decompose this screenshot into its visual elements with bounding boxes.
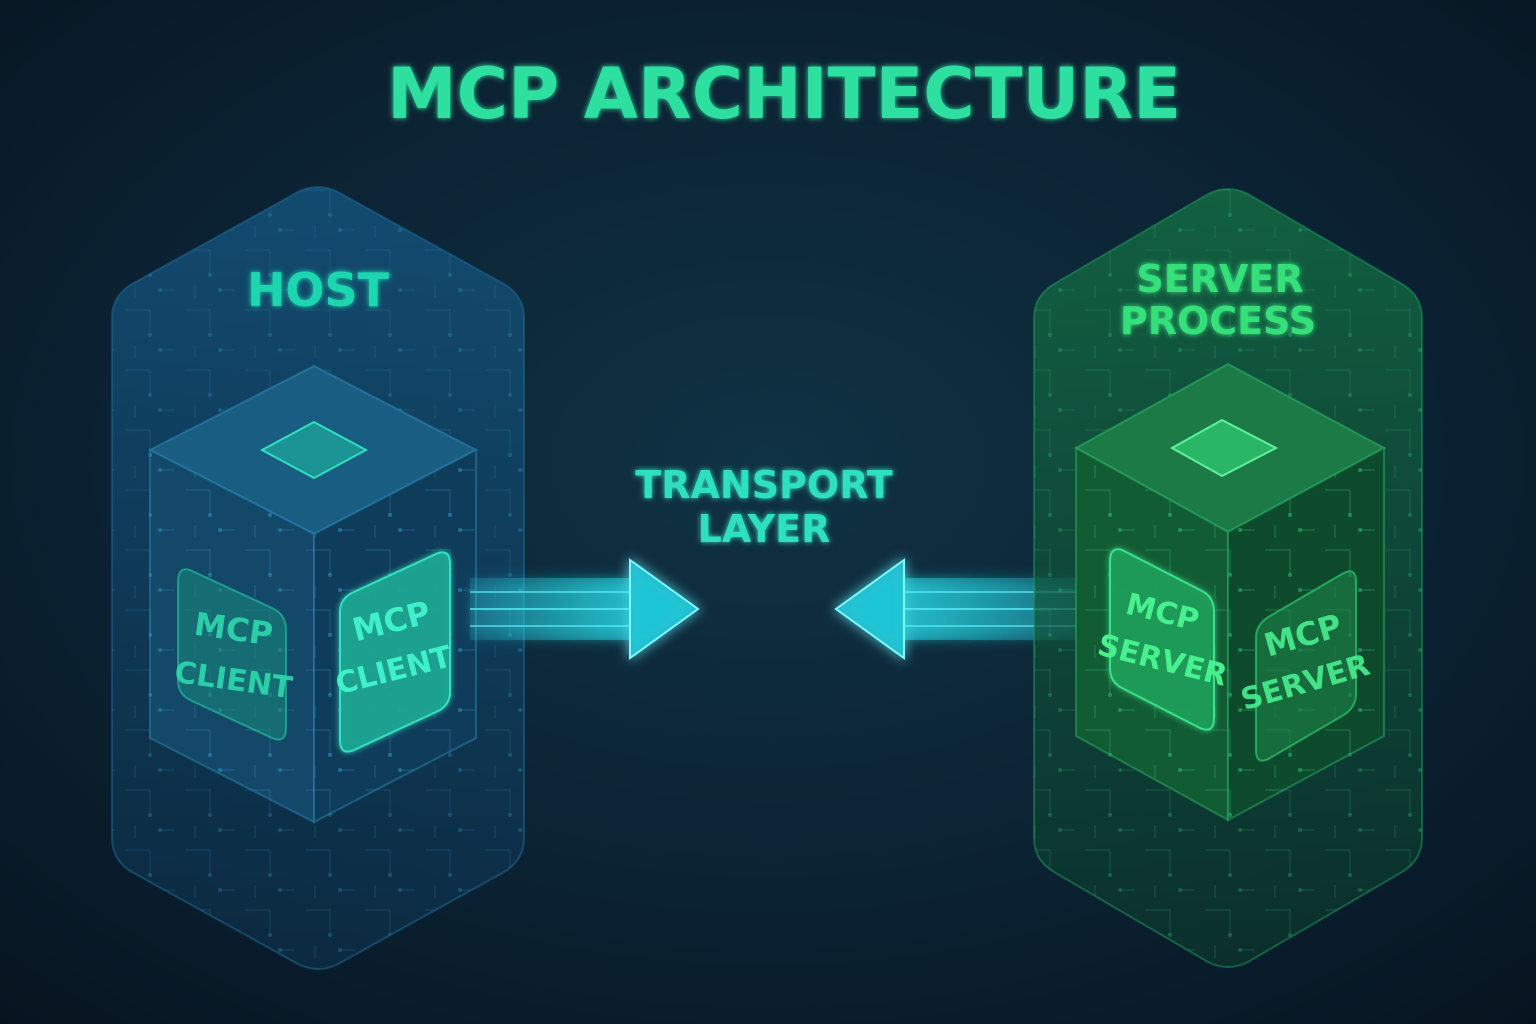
client-right-card: [339, 551, 451, 753]
transport-label-line2: LAYER: [698, 507, 831, 551]
arrow-right: [470, 558, 700, 660]
server-process-label-line2: PROCESS: [1120, 299, 1316, 343]
host-label: HOST: [247, 263, 390, 317]
server-left-card: [1109, 548, 1215, 731]
host-client-left: MCP CLIENT: [172, 568, 295, 741]
server-process-container: SERVER PROCESS MCP SERVER MCP SERVER: [1033, 188, 1423, 968]
host-client-right: MCP CLIENT: [332, 551, 456, 753]
client-left-card: [177, 568, 287, 741]
transport-layer: TRANSPORT LAYER: [470, 463, 1094, 660]
server-right-card: [1255, 570, 1357, 762]
host-container: HOST MCP CLIENT MCP CLIENT: [111, 186, 525, 970]
server-process-label-line1: SERVER: [1136, 257, 1303, 301]
transport-label-line1: TRANSPORT: [635, 463, 892, 507]
server-card-left: MCP SERVER: [1094, 548, 1231, 731]
server-card-right: MCP SERVER: [1237, 570, 1374, 762]
diagram-title: MCP ARCHITECTURE: [387, 53, 1181, 135]
server-cube-chip: [1169, 418, 1279, 478]
host-cube-chip: [259, 420, 369, 480]
